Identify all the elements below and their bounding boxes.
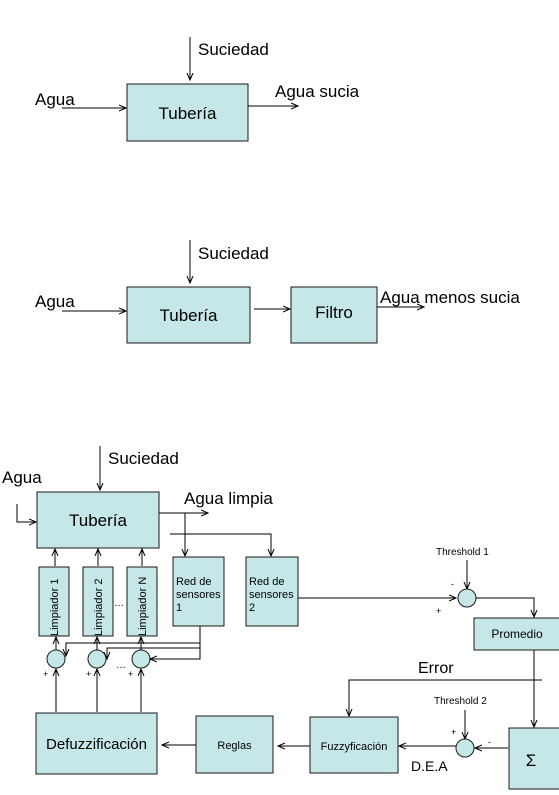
d2-input-label: Agua [35, 292, 75, 311]
d3-cleaner1-box [38, 566, 70, 637]
d3-sensors2-box [245, 556, 299, 627]
d3-disturbance-label: Suciedad [108, 449, 179, 468]
d3-sensor1-feedback-1 [66, 642, 200, 656]
d3-input-label: Agua [2, 468, 42, 487]
d3-process-box [36, 491, 160, 549]
d3-sign-plus-t1: + [436, 606, 441, 616]
d3-sign-plus-2: + [86, 669, 91, 679]
d3-sensors2-line2: sensores [249, 589, 294, 601]
d3-process-label: Tubería [69, 511, 128, 530]
d2-filter-label: Filtro [315, 303, 353, 322]
d3-sigma-box [508, 727, 559, 790]
d3-cleanerN-label: Limpiador N [137, 577, 149, 636]
diagram-with-filter: Suciedad Agua Tubería Filtro Agua menos … [35, 240, 520, 344]
d1-disturbance-label: Suciedad [198, 40, 269, 59]
d3-error-to-fuzzy-arrow [349, 679, 542, 716]
d2-process-box [126, 286, 251, 344]
d3-junction-ellipsis: … [116, 660, 126, 671]
d3-sigma-label: Σ [526, 751, 537, 770]
d3-sum-cleaner1-junction [46, 649, 66, 669]
d3-promedio-label: Promedio [491, 627, 543, 641]
d3-input-arrow [16, 504, 36, 522]
d3-sensors2-line3: 2 [249, 602, 255, 614]
d3-sign-plus-1: + [43, 669, 48, 679]
d3-sensors2-line1: Red de [249, 576, 284, 588]
d3-error-label: Error [418, 660, 454, 677]
d3-sensors1-line1: Red de [176, 576, 211, 588]
d3-output-label: Agua limpia [184, 489, 273, 508]
d3-cleaners-ellipsis: … [114, 598, 124, 609]
d3-cleanerN-box [126, 566, 158, 637]
d3-sensor1-feedback-2 [107, 647, 200, 659]
d1-process-box [126, 83, 249, 142]
d2-filter-box [290, 286, 378, 344]
d3-defuzzy-box [35, 712, 158, 775]
d1-process-label: Tubería [159, 104, 218, 123]
d1-input-label: Agua [35, 90, 75, 109]
d3-sensors1-line3: 1 [176, 602, 182, 614]
d3-threshold2-label: Threshold 2 [434, 696, 487, 707]
d3-sum-threshold1-junction [457, 588, 477, 608]
d2-output-label: Agua menos sucia [380, 288, 520, 307]
d1-output-label: Agua sucia [275, 82, 360, 101]
d3-sum-threshold2-junction [455, 738, 475, 758]
d3-sensors1-line2: sensores [176, 589, 221, 601]
d3-cleaner1-label: Limpiador 1 [49, 579, 61, 636]
d2-process-label: Tubería [160, 306, 219, 325]
d3-rules-box [195, 715, 274, 774]
d3-rules-label: Reglas [217, 740, 252, 752]
diagram-open-loop: Suciedad Agua Tubería Agua sucia [35, 37, 360, 142]
d3-sensors1-box [172, 556, 225, 627]
d2-disturbance-label: Suciedad [198, 244, 269, 263]
d3-cleaner2-box [82, 566, 114, 637]
d3-sum-cleaner2-junction [87, 649, 107, 669]
d3-fuzzy-label: Fuzzyficación [321, 741, 388, 753]
d3-cleaner2-label: Limpiador 2 [93, 579, 105, 636]
d3-dea-label: D.E.A [411, 758, 448, 774]
d3-sign-minus-t1: - [451, 579, 454, 589]
d3-sensor1-feedback-n [150, 626, 201, 659]
d3-sum-cleanerN-junction [131, 649, 151, 669]
d3-to-promedio-arrow [476, 597, 534, 617]
d3-threshold1-label: Threshold 1 [436, 547, 489, 558]
d3-to-sensors2-arrow [170, 533, 271, 556]
d3-defuzzy-label: Defuzzificación [46, 736, 147, 753]
d3-sign-plus-t2: + [451, 727, 456, 737]
d3-sign-plus-n: + [128, 669, 133, 679]
d3-sign-minus-t2: - [488, 737, 491, 747]
d3-fuzzy-box [309, 716, 399, 774]
d3-promedio-box [473, 617, 559, 651]
diagram-fuzzy-control: Suciedad Agua Tubería Agua limpia Red de… [2, 446, 559, 790]
